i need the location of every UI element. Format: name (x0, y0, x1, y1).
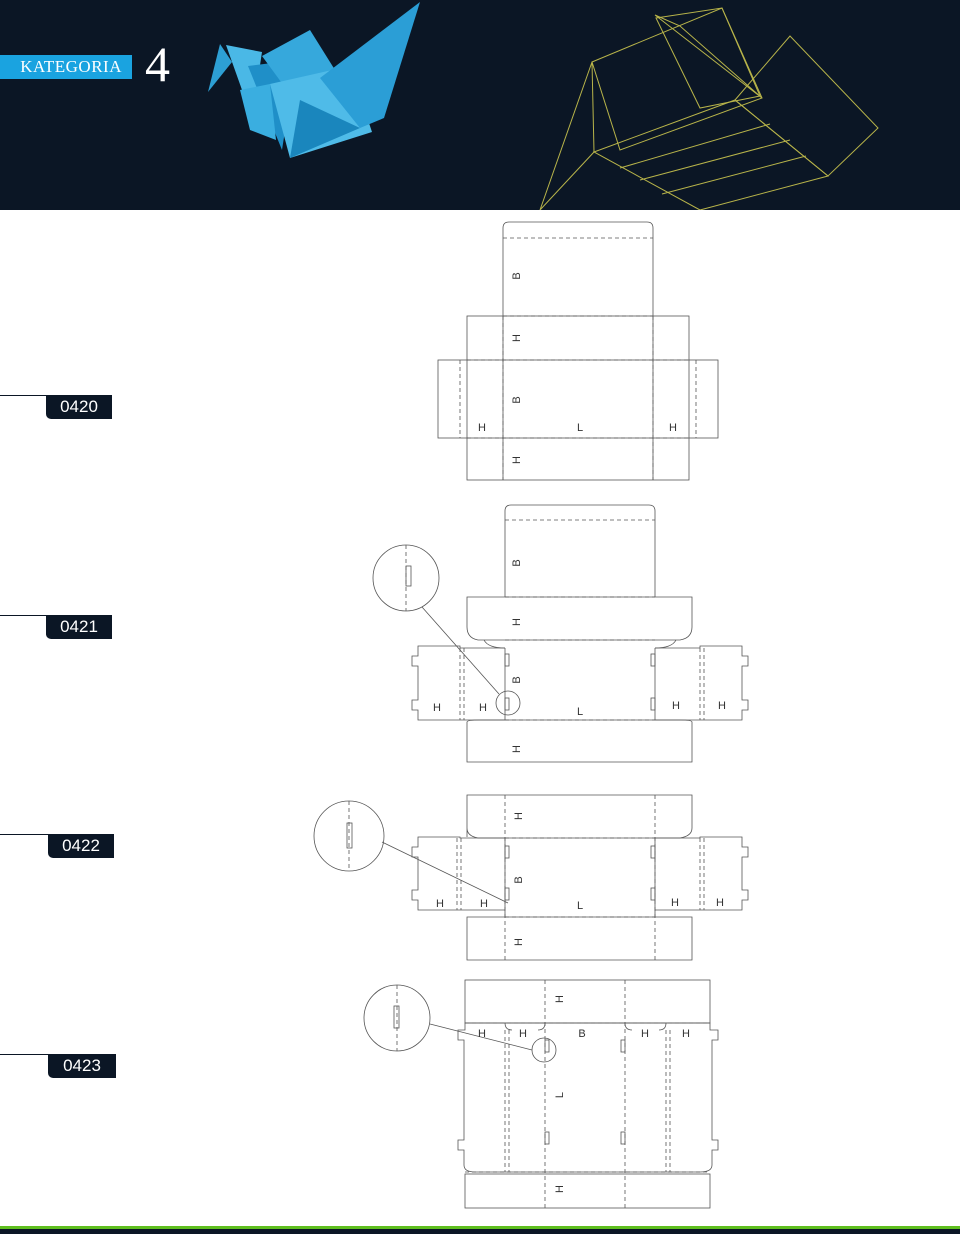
category-header: KATEGORIA 4 (0, 0, 960, 210)
category-number: 4 (145, 36, 170, 92)
dimension-label: B (511, 559, 523, 566)
dimension-label: H (478, 1028, 486, 1040)
dimension-label: H (511, 618, 523, 626)
dieline-0423 (363, 979, 719, 1209)
leader-line (0, 1054, 48, 1055)
dieline-0422 (313, 794, 749, 961)
dimension-label: H (671, 897, 679, 909)
dimension-labels: B H B H L H H B H B H H L H H H H B H H L H H H H H H B H H L H (433, 272, 726, 1193)
leader-line (0, 834, 48, 835)
dimension-label: B (511, 396, 523, 403)
dimension-label: H (554, 995, 566, 1003)
dimension-label: H (511, 334, 523, 342)
dimension-label: H (519, 1028, 527, 1040)
origami-crane-icon (208, 2, 420, 158)
product-code-tag: 0420 (46, 395, 112, 419)
dimension-label: H (641, 1028, 649, 1040)
dieline-0420 (437, 221, 719, 481)
dieline-0421 (372, 504, 749, 763)
dimension-label: L (577, 422, 583, 434)
header-artwork (208, 2, 879, 210)
dimension-label: H (511, 745, 523, 753)
dimension-label: B (511, 272, 523, 279)
category-label: KATEGORIA (0, 55, 132, 79)
leader-line (0, 395, 46, 396)
dimension-label: H (554, 1185, 566, 1193)
product-code-tag: 0421 (46, 615, 112, 639)
box-outline-icon (539, 7, 879, 210)
dimension-label: H (682, 1028, 690, 1040)
footer-stripe (0, 1226, 960, 1229)
dimension-label: H (436, 898, 444, 910)
dimension-label: H (669, 422, 677, 434)
dimension-label: B (511, 676, 523, 683)
leader-line (0, 615, 46, 616)
dimension-label: B (513, 876, 525, 883)
dimension-label: H (513, 938, 525, 946)
dimension-label: B (578, 1028, 585, 1040)
dimension-label: H (511, 456, 523, 464)
dieline-drawings: B H B H L H H B H B H H L H H H H B H H L H H H H H H B H H L H (313, 221, 749, 1209)
dimension-label: H (479, 702, 487, 714)
dimension-label: L (554, 1092, 566, 1098)
footer-bar (0, 1229, 960, 1234)
product-code-tag: 0422 (48, 834, 114, 858)
dimension-label: H (433, 702, 441, 714)
dimension-label: H (480, 898, 488, 910)
dimension-label: H (478, 422, 486, 434)
dimension-label: H (718, 700, 726, 712)
dimension-label: H (716, 897, 724, 909)
dimension-label: L (577, 900, 583, 912)
product-code-tag: 0423 (48, 1054, 116, 1078)
dimension-label: H (513, 812, 525, 820)
dimension-label: H (672, 700, 680, 712)
dimension-label: L (577, 706, 583, 718)
